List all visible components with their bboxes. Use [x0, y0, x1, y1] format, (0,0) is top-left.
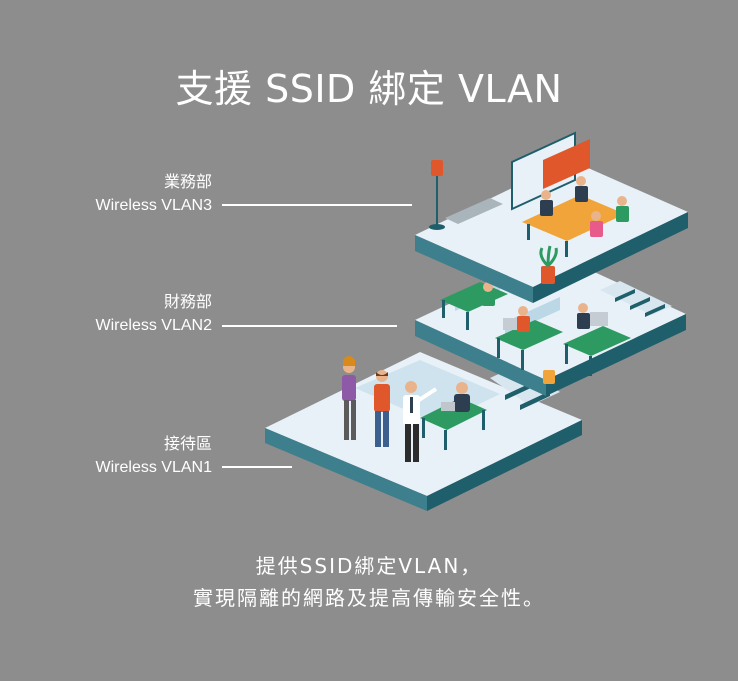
floor-label-reception: 接待區 Wireless VLAN1 — [22, 432, 212, 480]
floor-name: 財務部 — [163, 292, 212, 311]
floor-finance — [415, 254, 686, 396]
leader-line-vlan3 — [222, 204, 412, 206]
floor-name: 業務部 — [163, 172, 212, 191]
floor-sales — [415, 131, 688, 303]
caption: 提供SSID綁定VLAN， 實現隔離的網路及提高傳輸安全性。 — [0, 550, 738, 614]
person-red — [374, 370, 390, 447]
leader-line-vlan2 — [222, 325, 397, 327]
floor-ssid: Wireless VLAN3 — [95, 197, 212, 214]
caption-line-1: 提供SSID綁定VLAN， — [255, 554, 483, 578]
floor-label-finance: 財務部 Wireless VLAN2 — [22, 290, 212, 338]
caption-line-2: 實現隔離的網路及提高傳輸安全性。 — [193, 586, 545, 610]
leader-line-vlan1 — [222, 466, 292, 468]
floor-name: 接待區 — [163, 434, 212, 453]
floor-ssid: Wireless VLAN1 — [95, 459, 212, 476]
page-title: 支援 SSID 綁定 VLAN — [175, 67, 563, 111]
floor-ssid: Wireless VLAN2 — [95, 317, 212, 334]
person-white — [403, 381, 438, 462]
floor-reception — [265, 352, 582, 511]
person-purple — [342, 356, 356, 440]
floor-label-sales: 業務部 Wireless VLAN3 — [22, 170, 212, 218]
